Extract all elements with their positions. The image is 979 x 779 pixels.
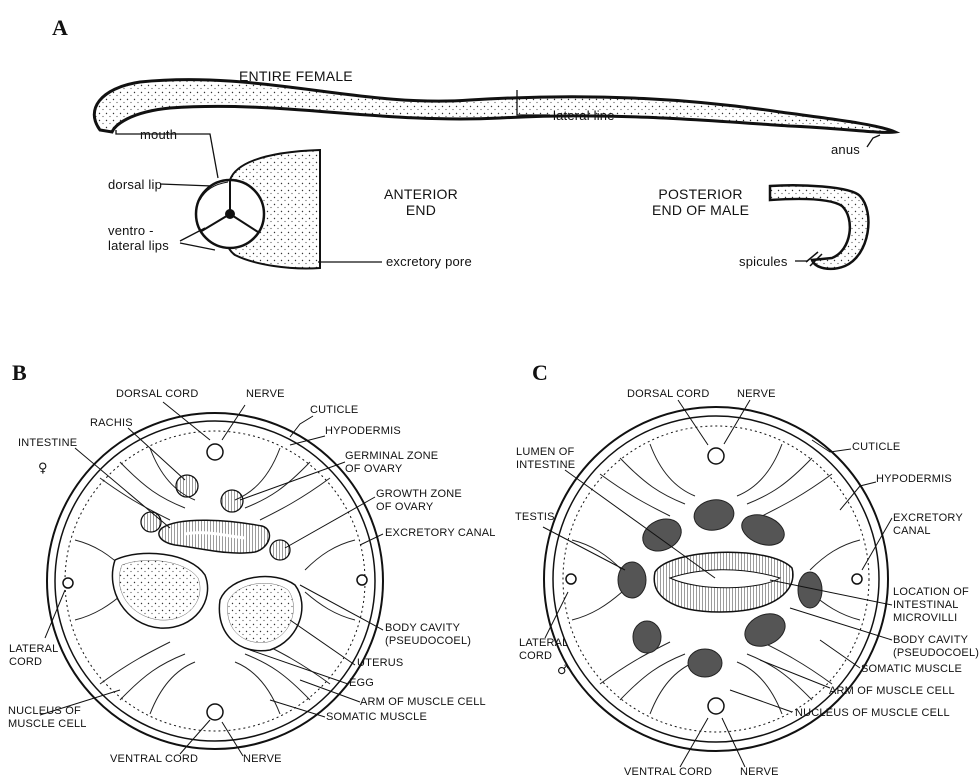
female-symbol: ♀ bbox=[38, 462, 48, 475]
label-anterior-end: ANTERIOR END bbox=[384, 186, 458, 218]
label-b-uterus: UTERUS bbox=[357, 657, 403, 670]
label-entire-female: ENTIRE FEMALE bbox=[239, 68, 353, 84]
label-c-hypodermis: HYPODERMIS bbox=[876, 473, 952, 486]
label-anus: anus bbox=[831, 142, 860, 157]
label-c-location-of-microvilli: LOCATION OF INTESTINAL MICROVILLI bbox=[893, 586, 969, 625]
label-b-intestine: INTESTINE bbox=[18, 437, 77, 450]
panel-label-b: B bbox=[12, 362, 27, 384]
label-c-excretory-canal: EXCRETORY CANAL bbox=[893, 512, 963, 538]
label-b-nucleus-of-muscle-cell: NUCLEUS OF MUSCLE CELL bbox=[8, 705, 87, 731]
label-b-lateral-cord: LATERAL CORD bbox=[9, 643, 59, 669]
label-b-body-cavity: BODY CAVITY (PSEUDOCOEL) bbox=[385, 622, 471, 648]
label-b-dorsal-cord: DORSAL CORD bbox=[116, 388, 198, 401]
entire-female-worm bbox=[94, 80, 895, 133]
label-lateral-line: lateral line bbox=[553, 108, 615, 123]
label-mouth: mouth bbox=[140, 127, 177, 142]
label-c-somatic-muscle: SOMATIC MUSCLE bbox=[861, 663, 962, 676]
label-b-egg: EGG bbox=[349, 677, 374, 690]
label-c-lateral-cord: LATERAL CORD bbox=[519, 637, 569, 663]
label-b-growth-zone: GROWTH ZONE OF OVARY bbox=[376, 488, 462, 514]
label-c-dorsal-cord: DORSAL CORD bbox=[627, 388, 709, 401]
label-b-somatic-muscle: SOMATIC MUSCLE bbox=[326, 711, 427, 724]
label-ventro-lateral-lips: ventro - lateral lips bbox=[108, 223, 169, 253]
label-c-nerve-bottom: NERVE bbox=[740, 766, 779, 779]
anterior-end-drawing bbox=[196, 150, 320, 268]
label-b-arm-of-muscle-cell: ARM OF MUSCLE CELL bbox=[360, 696, 486, 709]
label-b-excretory-canal: EXCRETORY CANAL bbox=[385, 527, 496, 540]
panel-label-a: A bbox=[52, 17, 68, 39]
label-c-testis: TESTIS bbox=[515, 511, 555, 524]
label-spicules: spicules bbox=[739, 254, 788, 269]
label-b-cuticle: CUTICLE bbox=[310, 404, 358, 417]
label-b-ventral-cord: VENTRAL CORD bbox=[110, 753, 198, 766]
label-c-nucleus-of-muscle-cell: NUCLEUS OF MUSCLE CELL bbox=[795, 707, 950, 720]
male-symbol: ♂ bbox=[557, 664, 569, 677]
label-c-cuticle: CUTICLE bbox=[852, 441, 900, 454]
label-c-nerve-top: NERVE bbox=[737, 388, 776, 401]
label-b-germinal-zone: GERMINAL ZONE OF OVARY bbox=[345, 450, 438, 476]
label-c-ventral-cord: VENTRAL CORD bbox=[624, 766, 712, 779]
cross-section-female bbox=[47, 413, 383, 749]
label-c-lumen-of-intestine: LUMEN OF INTESTINE bbox=[516, 446, 575, 472]
label-dorsal-lip: dorsal lip bbox=[108, 177, 162, 192]
label-b-nerve-top: NERVE bbox=[246, 388, 285, 401]
panel-label-c: C bbox=[532, 362, 548, 384]
label-b-hypodermis: HYPODERMIS bbox=[325, 425, 401, 438]
cross-section-male bbox=[544, 407, 888, 751]
label-b-rachis: RACHIS bbox=[90, 417, 133, 430]
label-excretory-pore: excretory pore bbox=[386, 254, 472, 269]
label-c-arm-of-muscle-cell: ARM OF MUSCLE CELL bbox=[829, 685, 955, 698]
label-b-nerve-bottom: NERVE bbox=[243, 753, 282, 766]
label-posterior-end-of-male: POSTERIOR END OF MALE bbox=[652, 186, 749, 218]
label-c-body-cavity: BODY CAVITY (PSEUDOCOEL) bbox=[893, 634, 979, 660]
